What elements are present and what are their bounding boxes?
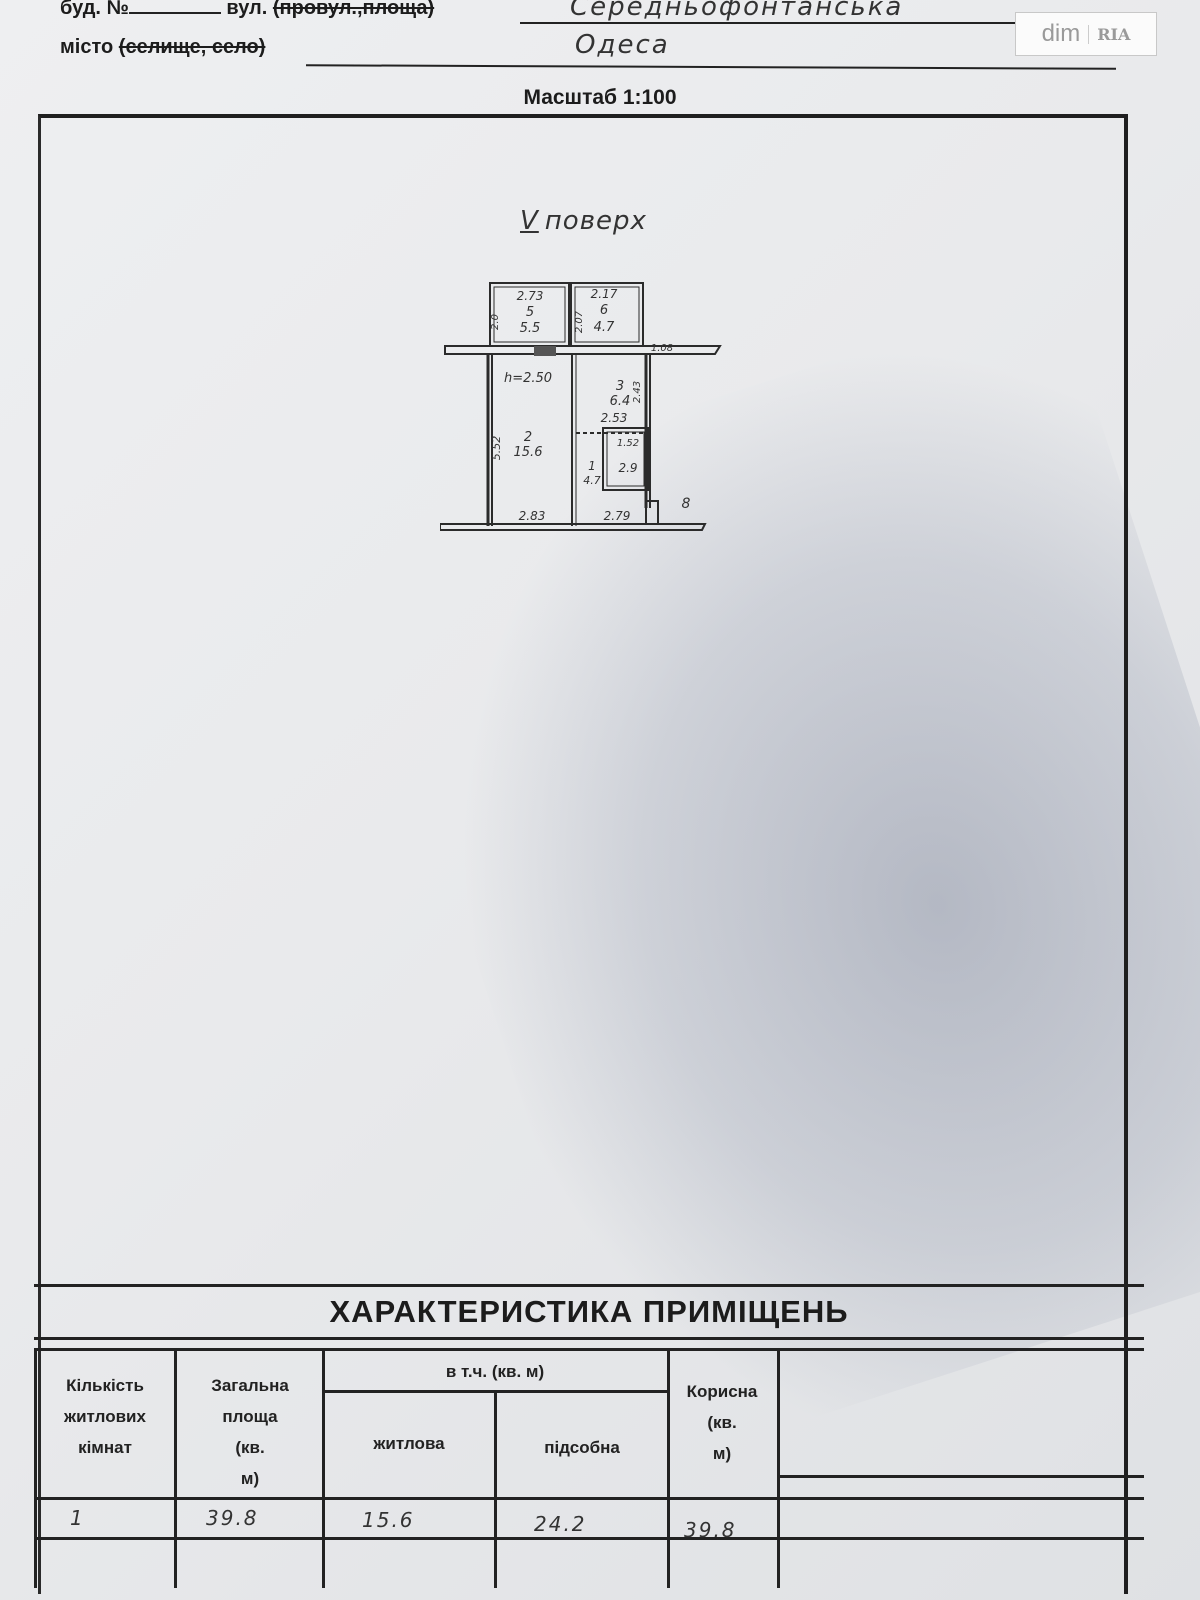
room-5-number: 5 [526,305,534,320]
header-auxiliary: підсобна [544,1438,620,1457]
city-label: місто [60,36,114,58]
room-2-width: 2.83 [519,509,546,523]
street-value: Середньофонтанська [570,0,904,22]
floor-plan: 2.73 5 5.5 2.0 2.17 6 4.7 2.07 1.08 h=2.… [440,282,722,531]
header-living: житлова [373,1434,445,1453]
room-5-width: 2.73 [517,289,544,303]
city-value: Одеса [575,30,670,60]
scale-label: Масштаб 1:100 [523,86,677,109]
room-2-number: 2 [524,430,532,445]
address-city-row: місто (селище, село) [60,36,265,59]
room-3-width: 2.53 [601,411,628,425]
street-struck-label: (провул.,площа) [272,0,435,19]
value-rooms-count: 1 [70,1506,85,1530]
building-label: буд. № [60,0,129,19]
room-4-number: 1 [588,459,596,473]
header-including: в т.ч. (кв. м) [445,1362,545,1381]
dim-top: 1.08 [651,343,673,354]
room-3-area: 6.4 [610,394,631,409]
room-2-depth: 5.52 [490,436,503,461]
vent-label: 8 [682,496,691,512]
room-4-area: 2.9 [618,461,637,475]
value-useful: 39.8 [684,1518,737,1542]
room-6-number: 6 [600,303,608,318]
room-6-width: 2.17 [591,287,618,301]
room-3-number: 3 [616,379,624,394]
dimria-logo: dim RIA [1015,12,1157,56]
room-5-area: 5.5 [520,321,541,336]
corridor-width: 2.79 [604,509,631,523]
room-4-width: 1.52 [617,438,639,449]
value-total-area: 39.8 [206,1506,259,1530]
room-5-depth: 2.0 [490,314,501,330]
street-label: вул. [226,0,268,19]
room-6-depth: 2.07 [574,310,585,333]
value-living: 15.6 [362,1508,415,1532]
address-street-row: буд. № вул. (провул.,площа) [60,0,434,20]
rooms-table-title: ХАРАКТЕРИСТИКА ПРИМІЩЕНЬ [34,1284,1144,1340]
value-auxiliary: 24.2 [534,1512,587,1536]
ceiling-height: h=2.50 [504,371,552,386]
room-1-area: 4.7 [583,474,601,487]
room-6-area: 4.7 [594,320,615,335]
room-2-area: 15.6 [514,445,543,460]
room-3-depth: 2.43 [632,381,643,403]
city-struck-label: (селище, село) [118,36,266,58]
drawing-frame [38,114,1128,1594]
header-useful: Корисна(кв.м) [686,1382,758,1463]
